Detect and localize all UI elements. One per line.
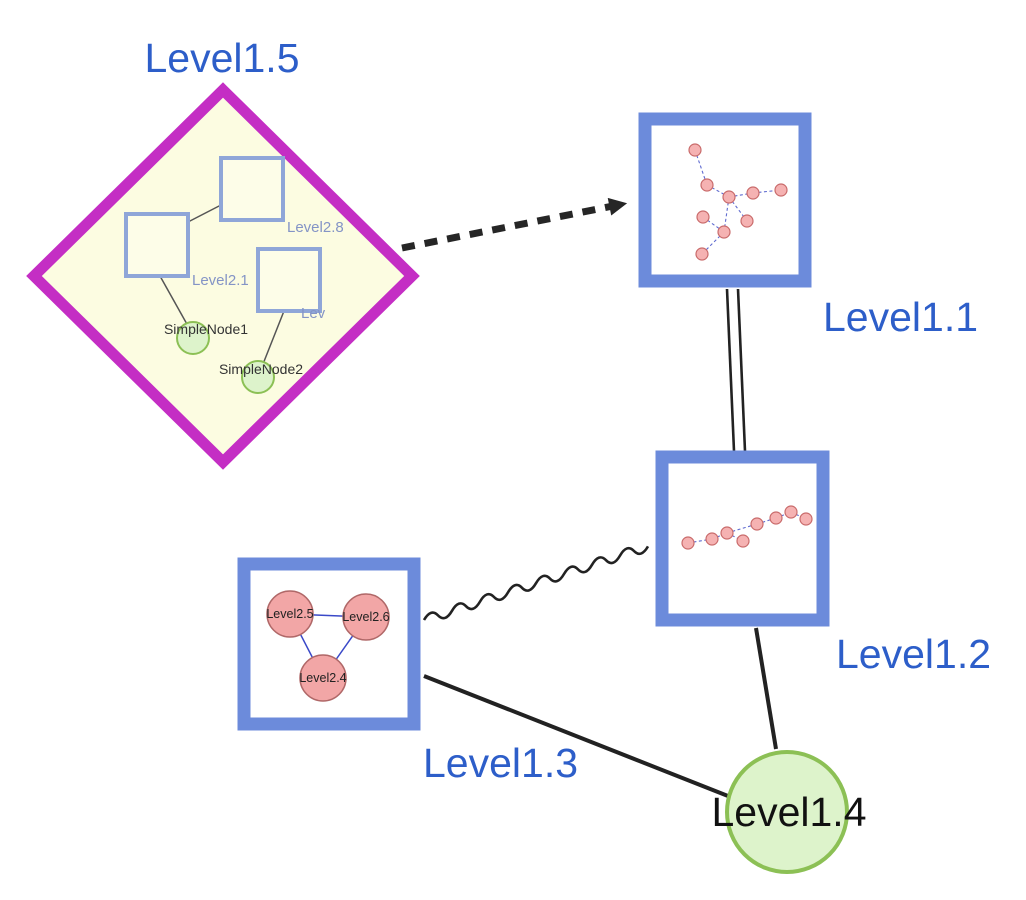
level1-5-label: Level1.5 (144, 35, 299, 81)
subnode[interactable] (784, 505, 798, 519)
subnode[interactable] (717, 225, 731, 239)
node-level1-4[interactable]: Level1.4 (711, 750, 867, 874)
edge-level12-to-level14[interactable] (754, 627, 778, 750)
subnode[interactable] (769, 511, 783, 525)
level2-8-square[interactable] (219, 156, 285, 222)
edge-level11-to-level12[interactable] (725, 288, 747, 452)
edge-square-left-to-simplenode1[interactable] (159, 275, 189, 327)
simplenode1-label: SimpleNode1 (164, 321, 248, 337)
level2-8-label: Level2.8 (287, 219, 344, 236)
node-level1-1[interactable] (638, 112, 812, 288)
level1-1-subnetwork (688, 143, 788, 261)
level2-6-circle[interactable] (342, 593, 390, 641)
subnode[interactable] (681, 536, 695, 550)
edge-square-top-to-square-left[interactable] (187, 204, 222, 223)
subnode[interactable] (696, 210, 710, 224)
subnode[interactable] (774, 183, 788, 197)
subnode[interactable] (695, 247, 709, 261)
level1-1-label: Level1.1 (823, 294, 978, 340)
edge-square-right-to-simplenode2[interactable] (262, 310, 285, 365)
simplenode2-circle[interactable] (241, 360, 275, 394)
subnode[interactable] (736, 534, 750, 548)
level2-4-label: Level2.4 (299, 671, 346, 685)
level1-5-diamond[interactable] (26, 82, 420, 470)
subnode[interactable] (705, 532, 719, 546)
level2-1-square[interactable] (124, 212, 190, 278)
subnode[interactable] (740, 214, 754, 228)
level1-2-subnetwork (681, 505, 813, 550)
level1-3-square[interactable] (237, 557, 421, 731)
node-level1-2[interactable] (655, 450, 830, 627)
level2-lev-label: Lev (301, 305, 326, 322)
level1-4-circle[interactable] (725, 750, 849, 874)
level2-1-label: Level2.1 (192, 272, 249, 289)
level1-3-label: Level1.3 (423, 740, 578, 786)
subnode[interactable] (688, 143, 702, 157)
level1-3-subgraph: Level2.5 Level2.6 Level2.4 (266, 590, 390, 702)
subnode[interactable] (720, 526, 734, 540)
subnode[interactable] (722, 190, 736, 204)
level2-5-circle[interactable] (266, 590, 314, 638)
level2-lev-square[interactable] (256, 247, 322, 313)
subnode[interactable] (746, 186, 760, 200)
edge-level15-to-level11[interactable] (401, 197, 628, 252)
subnode[interactable] (799, 512, 813, 526)
level2-4-circle[interactable] (299, 654, 347, 702)
node-level1-5[interactable]: Level2.8 Level2.1 Lev SimpleNode1 Simple… (26, 82, 420, 470)
level2-5-label: Level2.5 (266, 607, 313, 621)
edge-level13-to-level14[interactable] (423, 674, 729, 798)
subnode[interactable] (700, 178, 714, 192)
level1-4-label: Level1.4 (711, 789, 866, 835)
level2-6-label: Level2.6 (342, 610, 389, 624)
subnode[interactable] (750, 517, 764, 531)
level1-2-label: Level1.2 (836, 631, 991, 677)
edge-level13-to-level12[interactable] (422, 545, 650, 621)
level1-1-square[interactable] (638, 112, 812, 288)
node-level1-3[interactable]: Level2.5 Level2.6 Level2.4 (237, 557, 421, 731)
simplenode1-circle[interactable] (176, 321, 210, 355)
simplenode2-label: SimpleNode2 (219, 361, 303, 377)
